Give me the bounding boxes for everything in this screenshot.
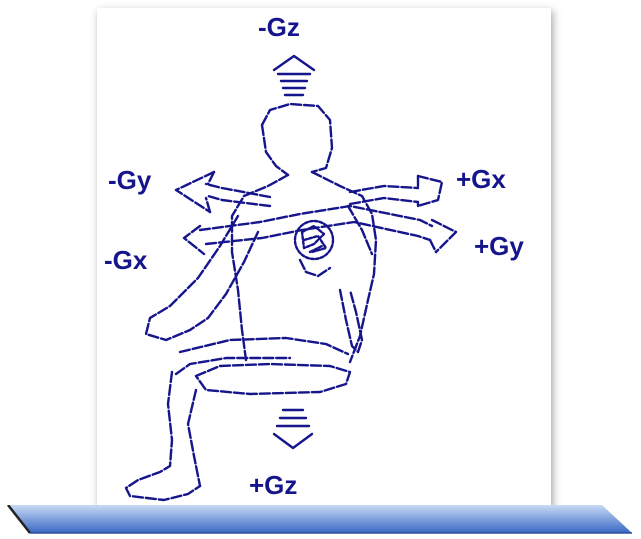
thigh-outline <box>180 338 348 354</box>
arm-outline <box>146 216 238 340</box>
label-pos-gy: +Gy <box>474 233 524 259</box>
seat-outline <box>196 364 350 394</box>
pos-gz-arrow-icon <box>274 410 312 448</box>
label-neg-gz: -Gz <box>258 14 300 40</box>
pos-gx-arrow-icon <box>350 176 442 206</box>
label-pos-gx: +Gx <box>456 166 506 192</box>
label-pos-gz: +Gz <box>249 472 297 498</box>
label-neg-gx: -Gx <box>104 247 147 273</box>
label-neg-gy: -Gy <box>108 167 151 193</box>
leg-outline <box>126 372 200 500</box>
neg-gz-arrow-icon <box>274 56 314 95</box>
decorative-banner <box>0 505 641 539</box>
